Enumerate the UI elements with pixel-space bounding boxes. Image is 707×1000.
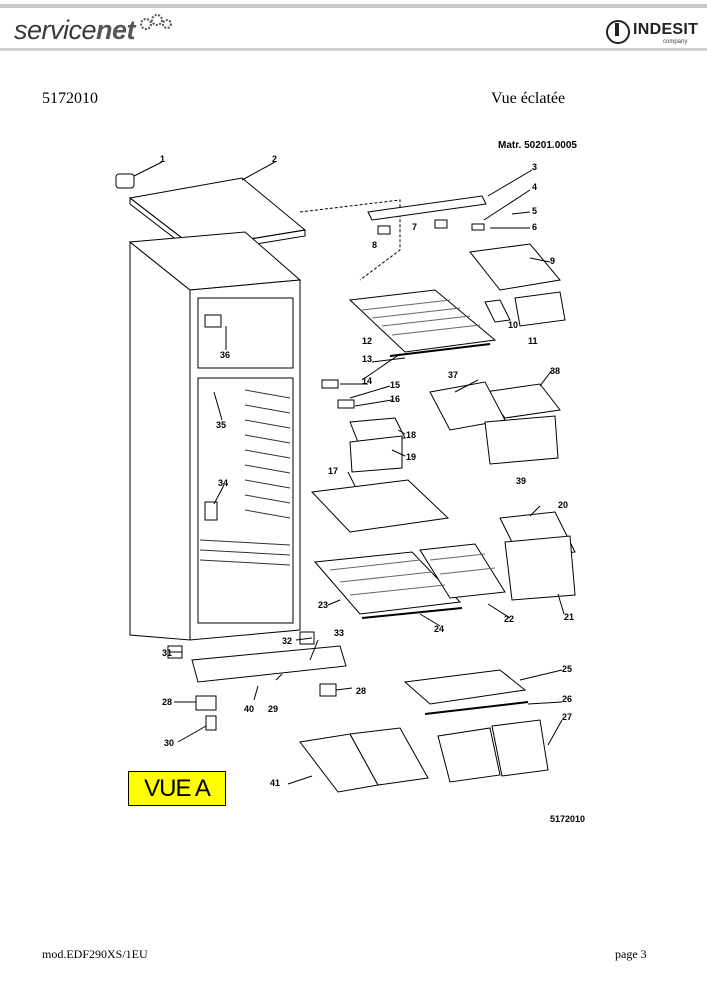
part-cabinet bbox=[129, 240, 191, 641]
label-22: 22 bbox=[504, 614, 514, 624]
label-38: 38 bbox=[550, 366, 560, 376]
label-36: 36 bbox=[220, 350, 230, 360]
indesit-circle-icon bbox=[606, 20, 630, 44]
label-20: 20 bbox=[558, 500, 568, 510]
label-24: 24 bbox=[434, 624, 444, 634]
label-32: 32 bbox=[282, 636, 292, 646]
label-16: 16 bbox=[390, 394, 400, 404]
label-2: 2 bbox=[272, 154, 277, 164]
label-37: 37 bbox=[448, 370, 458, 380]
label-3: 3 bbox=[532, 162, 537, 172]
label-26: 26 bbox=[562, 694, 572, 704]
part-1-shape bbox=[115, 173, 135, 189]
exploded-view-diagram: Matr. 50201.0005 1 2 3 4 5 6 7 8 9 10 11… bbox=[115, 140, 585, 824]
part-tray-25 bbox=[403, 669, 527, 705]
label-27: 27 bbox=[562, 712, 572, 722]
part-bottom-bar-29 bbox=[191, 645, 347, 683]
label-17: 17 bbox=[328, 466, 338, 476]
label-35: 35 bbox=[216, 420, 226, 430]
label-28a: 28 bbox=[162, 697, 172, 707]
part-hinge-bar bbox=[367, 195, 487, 221]
label-19: 19 bbox=[406, 452, 416, 462]
label-6: 6 bbox=[532, 222, 537, 232]
part-crisper-21 bbox=[504, 535, 576, 601]
label-41: 41 bbox=[270, 778, 280, 788]
label-9: 9 bbox=[550, 256, 555, 266]
label-7: 7 bbox=[412, 222, 417, 232]
view-a-label: VUE A bbox=[128, 771, 226, 806]
document-number: 5172010 bbox=[42, 90, 98, 107]
header-bar: servicenet INDESIT company bbox=[0, 0, 707, 58]
drawing-reference: 5172010 bbox=[550, 814, 585, 824]
label-34: 34 bbox=[218, 478, 228, 488]
part-box-39 bbox=[484, 415, 559, 465]
label-39: 39 bbox=[516, 476, 526, 486]
label-23: 23 bbox=[318, 600, 328, 610]
label-33: 33 bbox=[334, 628, 344, 638]
label-14: 14 bbox=[362, 376, 372, 386]
label-40: 40 bbox=[244, 704, 254, 714]
label-11: 11 bbox=[528, 336, 538, 346]
label-1: 1 bbox=[160, 154, 165, 164]
label-25: 25 bbox=[562, 664, 572, 674]
label-10: 10 bbox=[508, 320, 518, 330]
label-12: 12 bbox=[362, 336, 372, 346]
footer-page: page 3 bbox=[615, 947, 647, 961]
label-18: 18 bbox=[406, 430, 416, 440]
label-13: 13 bbox=[362, 354, 372, 364]
part-wire-grid-22 bbox=[419, 543, 506, 599]
label-31: 31 bbox=[162, 648, 172, 658]
footer-model: mod.EDF290XS/1EU bbox=[42, 947, 148, 961]
part-glass-shelf-17 bbox=[310, 479, 450, 533]
label-28b: 28 bbox=[356, 686, 366, 696]
label-21: 21 bbox=[564, 612, 574, 622]
label-29: 29 bbox=[268, 704, 278, 714]
servicenet-logo: servicenet bbox=[14, 15, 136, 45]
part-drawer-27 bbox=[491, 719, 549, 777]
indesit-logo: INDESIT company bbox=[606, 20, 698, 46]
part-box-19 bbox=[349, 435, 403, 473]
header-top-line bbox=[0, 4, 707, 8]
label-15: 15 bbox=[390, 380, 400, 390]
label-30: 30 bbox=[164, 738, 174, 748]
gears-icon bbox=[140, 14, 172, 30]
label-8: 8 bbox=[372, 240, 377, 250]
document-title: Vue éclatée bbox=[491, 90, 566, 107]
label-5: 5 bbox=[532, 206, 537, 216]
header-bottom-line bbox=[0, 48, 707, 51]
label-4: 4 bbox=[532, 182, 537, 192]
part-freezer-shelf bbox=[469, 243, 561, 291]
matr-label: Matr. 50201.0005 bbox=[498, 140, 577, 151]
